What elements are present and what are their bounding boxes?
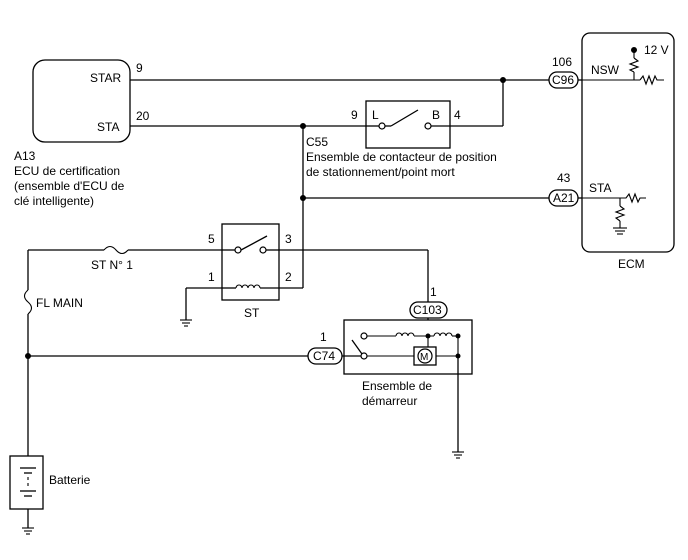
pullup-resistor: [628, 57, 640, 73]
ecu-desc-line1: ECU de certification: [14, 164, 120, 178]
hold-in-coil: [433, 332, 453, 337]
connector-c96-pin: 106: [552, 55, 572, 69]
sta-input-resistor: [620, 192, 646, 204]
battery-label: Batterie: [49, 473, 91, 487]
st-no1-fuse-label: ST N° 1: [91, 258, 133, 272]
starter-assembly: M Ensemble de démarreur: [342, 318, 473, 408]
connector-c74-pin: 1: [320, 330, 327, 344]
nsw-label-b: B: [432, 108, 440, 122]
starter-contact-top: [360, 332, 368, 340]
ecm-label: ECM: [618, 257, 645, 271]
ecu-pin-sta-number: 20: [136, 109, 150, 123]
st-relay-pin2: 2: [285, 270, 292, 284]
ecm-box: [581, 32, 675, 253]
connector-a21: A21 43: [548, 171, 579, 207]
nsw-pin-left-number: 9: [351, 108, 358, 122]
st-relay-label: ST: [244, 306, 260, 320]
st-relay-coil: [235, 284, 261, 289]
nsw-contact-left: [378, 122, 386, 130]
fl-main-fuse: [23, 289, 33, 315]
connector-c103: C103 1: [409, 285, 448, 319]
ecu-pin-star-number: 9: [136, 61, 143, 75]
fl-main-fuse-label: FL MAIN: [36, 296, 83, 310]
connector-a21-label: A21: [553, 191, 575, 205]
nsw-contact-right: [424, 122, 432, 130]
battery: Batterie: [9, 455, 91, 510]
ecm-supply-voltage: 12 V: [644, 43, 669, 57]
nsw-switch-blade: [390, 109, 419, 127]
connector-c103-pin: 1: [430, 285, 437, 299]
nsw-code: C55: [306, 135, 328, 149]
starter-switch-blade: [351, 339, 363, 355]
ecu-pin-sta-label: STA: [97, 120, 119, 134]
st-relay-pin1: 1: [208, 270, 215, 284]
st-relay-contact-right: [259, 246, 267, 254]
connector-c96-label: C96: [552, 73, 574, 87]
st-relay-pin5: 5: [208, 232, 215, 246]
connector-a21-pin: 43: [557, 171, 571, 185]
connector-c103-label: C103: [413, 303, 442, 317]
connector-c96-shape: [548, 71, 579, 89]
sta-pulldown-resistor: [614, 205, 626, 222]
st-relay-blade: [240, 235, 268, 251]
battery-box: [9, 455, 44, 510]
ecu-pin-star-label: STAR: [90, 71, 121, 85]
st-relay: ST 5 3 1 2: [208, 223, 292, 320]
motor-icon: [417, 348, 433, 364]
certification-ecu: STAR STA 9 20 A13 ECU de certification (…: [14, 59, 150, 208]
connector-c74: C74 1: [307, 330, 343, 365]
starter-assembly-box: [343, 319, 473, 375]
st-relay-box: [221, 223, 280, 301]
connector-c74-label: C74: [313, 349, 335, 363]
ecm-pin-sta: STA: [589, 181, 611, 195]
motor-symbol-label: M: [420, 352, 428, 363]
nsw-desc-line2: de stationnement/point mort: [306, 165, 455, 179]
certification-ecu-box: [32, 59, 131, 143]
nsw-pin-right-number: 4: [454, 108, 461, 122]
neutral-start-switch: L B 9 4 C55 Ensemble de contacteur de po…: [306, 100, 497, 179]
nsw-label-l: L: [372, 108, 379, 122]
nsw-desc-line1: Ensemble de contacteur de position: [306, 150, 497, 164]
ecu-desc-line2: (ensemble d'ECU de: [14, 179, 125, 193]
starter-desc-line2: démarreur: [362, 394, 417, 408]
st-no1-fuse: [103, 245, 129, 255]
connector-a21-shape: [548, 189, 579, 207]
starter-desc-line1: Ensemble de: [362, 379, 432, 393]
connector-c96: C96 106: [548, 55, 579, 89]
st-relay-contact-left: [234, 246, 242, 254]
nsw-input-resistor: [639, 74, 664, 86]
ecm-pin-nsw: NSW: [591, 63, 620, 77]
ecu-desc-line3: clé intelligente): [14, 194, 94, 208]
ecu-code: A13: [14, 149, 36, 163]
pull-in-coil: [395, 332, 415, 337]
ecm: ECM NSW STA 12 V: [581, 32, 675, 271]
st-relay-pin3: 3: [285, 232, 292, 246]
